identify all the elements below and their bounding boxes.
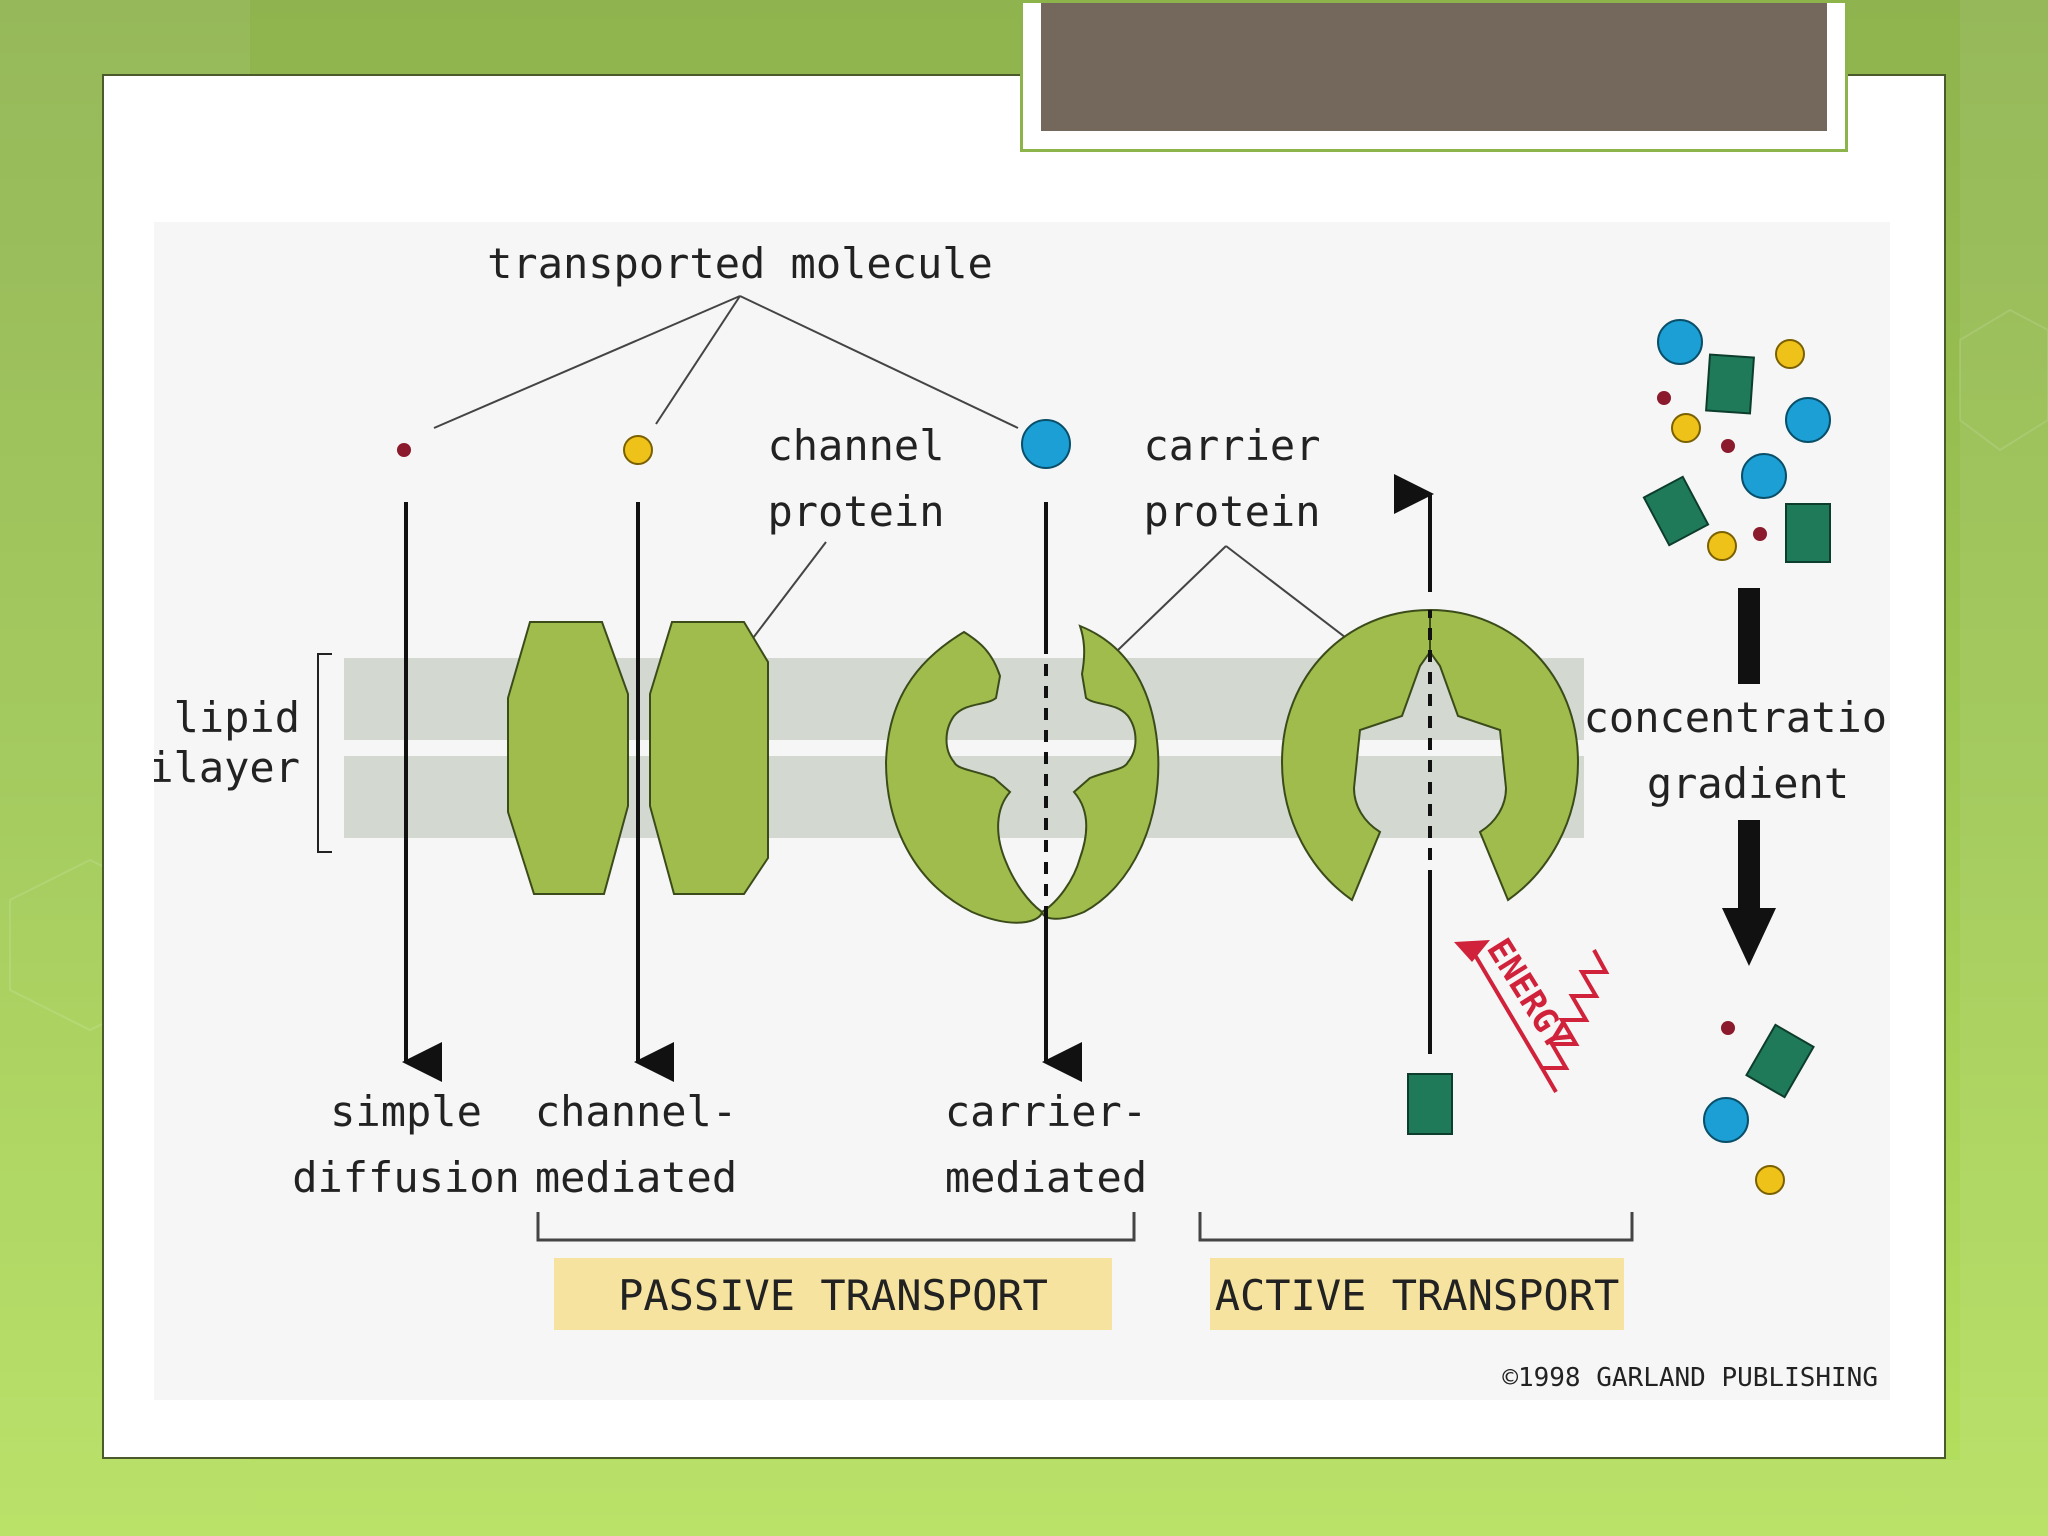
teal-square-molecule: [1705, 353, 1755, 415]
simple-diffusion-label-line1: simple: [330, 1087, 482, 1136]
teal-square-molecule-pump: [1407, 1073, 1453, 1135]
passive-transport-bracket: [536, 1212, 1136, 1242]
teal-square-molecule: [1745, 1023, 1815, 1099]
carrier-mediated-label-line2: mediated: [945, 1153, 1147, 1202]
concentration-gradient-label-line2: gradient: [1647, 759, 1849, 808]
red-molecule: [1753, 527, 1767, 541]
channel-protein-label-line2: protein: [767, 487, 944, 536]
channel-protein-leader-line: [749, 541, 827, 643]
active-transport-label: ACTIVE TRANSPORT: [1215, 1271, 1620, 1320]
carrier-protein-label-line1: carrier: [1143, 421, 1320, 470]
high-concentration-cluster: [1642, 319, 1831, 563]
channel-protein-label-line1: channel: [767, 421, 944, 470]
energy-arrow-shaft: [1470, 948, 1544, 1070]
passive-transport-label: PASSIVE TRANSPORT: [618, 1271, 1048, 1320]
energy-zigzag: [1538, 949, 1610, 1094]
passive-transport-banner: [554, 1258, 1112, 1330]
lipid-bilayer-label-line2: bilayer: [154, 743, 300, 792]
blue-molecule: [1703, 1097, 1749, 1143]
gradient-arrowhead: [1722, 908, 1776, 966]
yellow-molecule: [1671, 413, 1701, 443]
teal-square-molecule: [1642, 475, 1710, 547]
carrier-mediated-label-line1: carrier-: [945, 1087, 1147, 1136]
yellow-molecule: [1755, 1165, 1785, 1195]
channel-protein-left-half: [507, 621, 629, 895]
copyright-text: ©1998 GARLAND PUBLISHING: [1502, 1363, 1878, 1393]
small-molecule-red: [397, 443, 411, 457]
lipid-bilayer-label-line1: lipid: [174, 693, 300, 742]
channel-mediated-label-line2: mediated: [535, 1153, 737, 1202]
teal-square-molecule: [1785, 503, 1831, 563]
carrier-protein-leader-lines: [1117, 545, 1355, 651]
active-transport-bracket: [1198, 1212, 1634, 1242]
concentration-gradient-label-line1: concentration: [1584, 693, 1890, 742]
low-concentration-cluster: [1703, 1021, 1815, 1195]
blue-molecule: [1021, 419, 1071, 469]
simple-diffusion-label-line2: diffusion: [292, 1153, 520, 1202]
lipid-bilayer-bracket: [317, 653, 332, 853]
carrier-protein-left-half: [884, 630, 1044, 924]
gradient-arrow-shaft-bottom: [1738, 820, 1760, 910]
yellow-molecule: [1707, 531, 1737, 561]
gradient-arrow-shaft-top: [1738, 588, 1760, 684]
red-molecule: [1721, 1021, 1735, 1035]
yellow-molecule: [623, 435, 653, 465]
transported-molecule-label: transported molecule: [487, 239, 993, 288]
channel-mediated-label-line1: channel-: [535, 1087, 737, 1136]
yellow-molecule: [1775, 339, 1805, 369]
carrier-protein-right-half: [1040, 624, 1160, 920]
blue-molecule: [1657, 319, 1703, 365]
slide-title-fill: [1041, 3, 1827, 131]
slide-title-box: [1020, 0, 1848, 152]
red-molecule: [1721, 439, 1735, 453]
red-molecule: [1657, 391, 1671, 405]
transported-molecule-leader-lines: [433, 295, 1019, 429]
carrier-protein-label-line2: protein: [1143, 487, 1320, 536]
membrane-transport-diagram: lipid bilayer transported molecule chann…: [154, 222, 1890, 1400]
blue-molecule: [1741, 453, 1787, 499]
active-transport-banner: [1210, 1258, 1624, 1330]
blue-molecule: [1785, 397, 1831, 443]
channel-protein-right-half: [649, 621, 769, 895]
